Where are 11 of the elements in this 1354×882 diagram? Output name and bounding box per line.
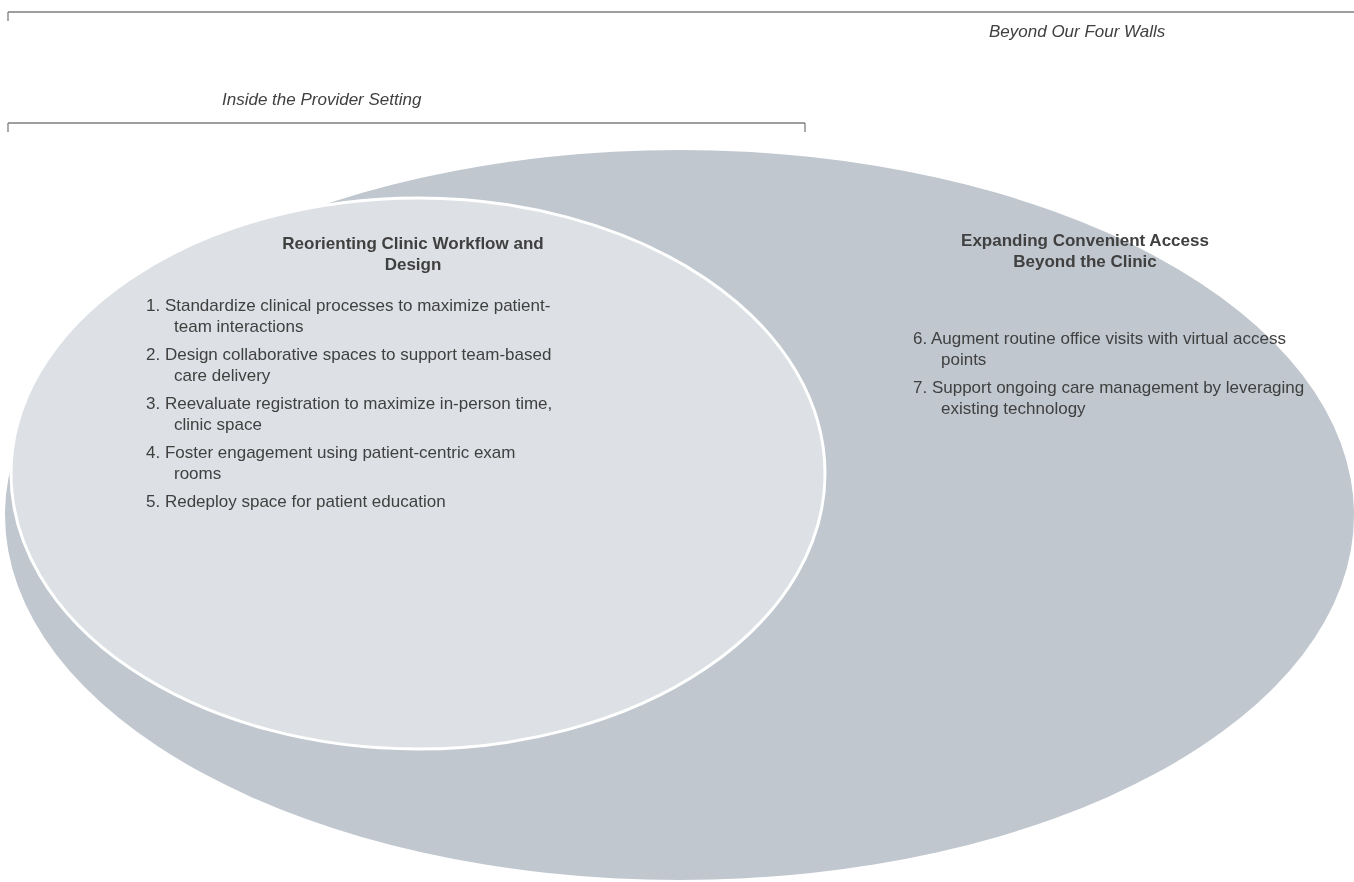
- list-item: 5. Redeploy space for patient education: [146, 491, 447, 512]
- list-item: 2. Design collaborative spaces to support team-based care delivery: [146, 344, 553, 386]
- bracket-label: Beyond Our Four Walls: [989, 22, 1166, 42]
- list-item: 3. Reevaluate registration to maximize in-person time, clinic space: [146, 393, 554, 435]
- bracket-label: Inside the Provider Setting: [222, 90, 422, 110]
- list-item: 1. Standardize clinical processes to maximize patient-team interactions: [146, 295, 552, 337]
- section-heading: Reorienting Clinic Workflow and Design: [281, 233, 545, 275]
- list-item: 4. Foster engagement using patient-centric exam rooms: [146, 442, 517, 484]
- list-item: 6. Augment routine office visits with virtual access points: [913, 328, 1287, 370]
- section-heading: Expanding Convenient Access Beyond the Clinic: [960, 230, 1210, 272]
- list-item: 7. Support ongoing care management by leveraging existing technology: [913, 377, 1306, 419]
